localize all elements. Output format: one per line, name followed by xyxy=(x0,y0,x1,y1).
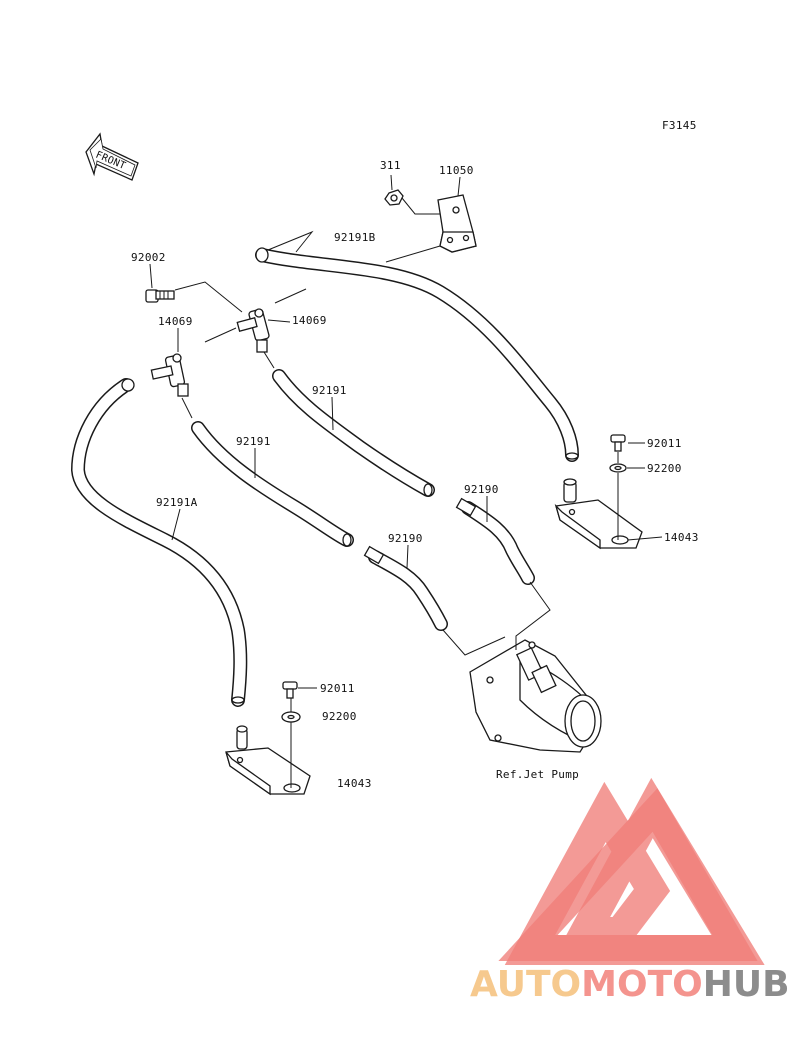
leader-lines xyxy=(149,174,663,788)
callout-14043-b: 14043 xyxy=(664,531,699,544)
bolt-92002 xyxy=(145,289,175,303)
callout-92200-a: 92200 xyxy=(322,710,357,723)
callout-92191-b: 92191 xyxy=(236,435,271,448)
joint-14069-lower xyxy=(150,353,189,397)
callout-92191b: 92191B xyxy=(334,231,376,244)
watermark-text: AUTOMOTOHUB xyxy=(470,964,790,1005)
callout-92002: 92002 xyxy=(131,251,166,264)
callout-14069-a: 14069 xyxy=(158,315,193,328)
callout-11050: 11050 xyxy=(439,164,474,177)
watermark-logo xyxy=(498,777,765,965)
screw-92011-lower xyxy=(282,681,298,699)
joint-14069-upper xyxy=(236,308,270,353)
callout-92191a: 92191A xyxy=(156,496,198,509)
bracket-14043-upper xyxy=(554,478,643,550)
callout-311: 311 xyxy=(380,159,401,172)
callout-92190-b: 92190 xyxy=(388,532,423,545)
callout-14043-a: 14043 xyxy=(337,777,372,790)
hose-92191b xyxy=(255,247,579,462)
jet-pump xyxy=(469,639,602,753)
bracket-11050 xyxy=(437,194,477,253)
callout-92190-a: 92190 xyxy=(464,483,499,496)
hose-92191a xyxy=(71,378,248,707)
front-arrow-icon: FRONT xyxy=(85,132,139,181)
washer-92200-lower xyxy=(281,711,301,723)
washer-92200-upper xyxy=(609,463,627,473)
bracket-14043-lower xyxy=(225,725,311,796)
callout-92011-b: 92011 xyxy=(647,437,682,450)
hose-92190-lower xyxy=(363,545,448,631)
watermark-hub: HUB xyxy=(703,964,790,1005)
screw-92011-upper xyxy=(610,434,626,452)
reference-label: Ref.Jet Pump xyxy=(496,768,579,781)
callout-14069-b: 14069 xyxy=(292,314,327,327)
hose-92191-upper xyxy=(272,369,435,497)
hose-92191-lower xyxy=(191,421,354,547)
callout-92011-a: 92011 xyxy=(320,682,355,695)
callout-92191-a: 92191 xyxy=(312,384,347,397)
figure-code: F3145 xyxy=(662,119,697,132)
nut-311 xyxy=(384,189,404,206)
hose-92190-upper xyxy=(455,497,535,585)
watermark-auto: AUTO xyxy=(470,964,581,1005)
watermark-moto: MOTO xyxy=(581,964,703,1005)
callout-92200-b: 92200 xyxy=(647,462,682,475)
